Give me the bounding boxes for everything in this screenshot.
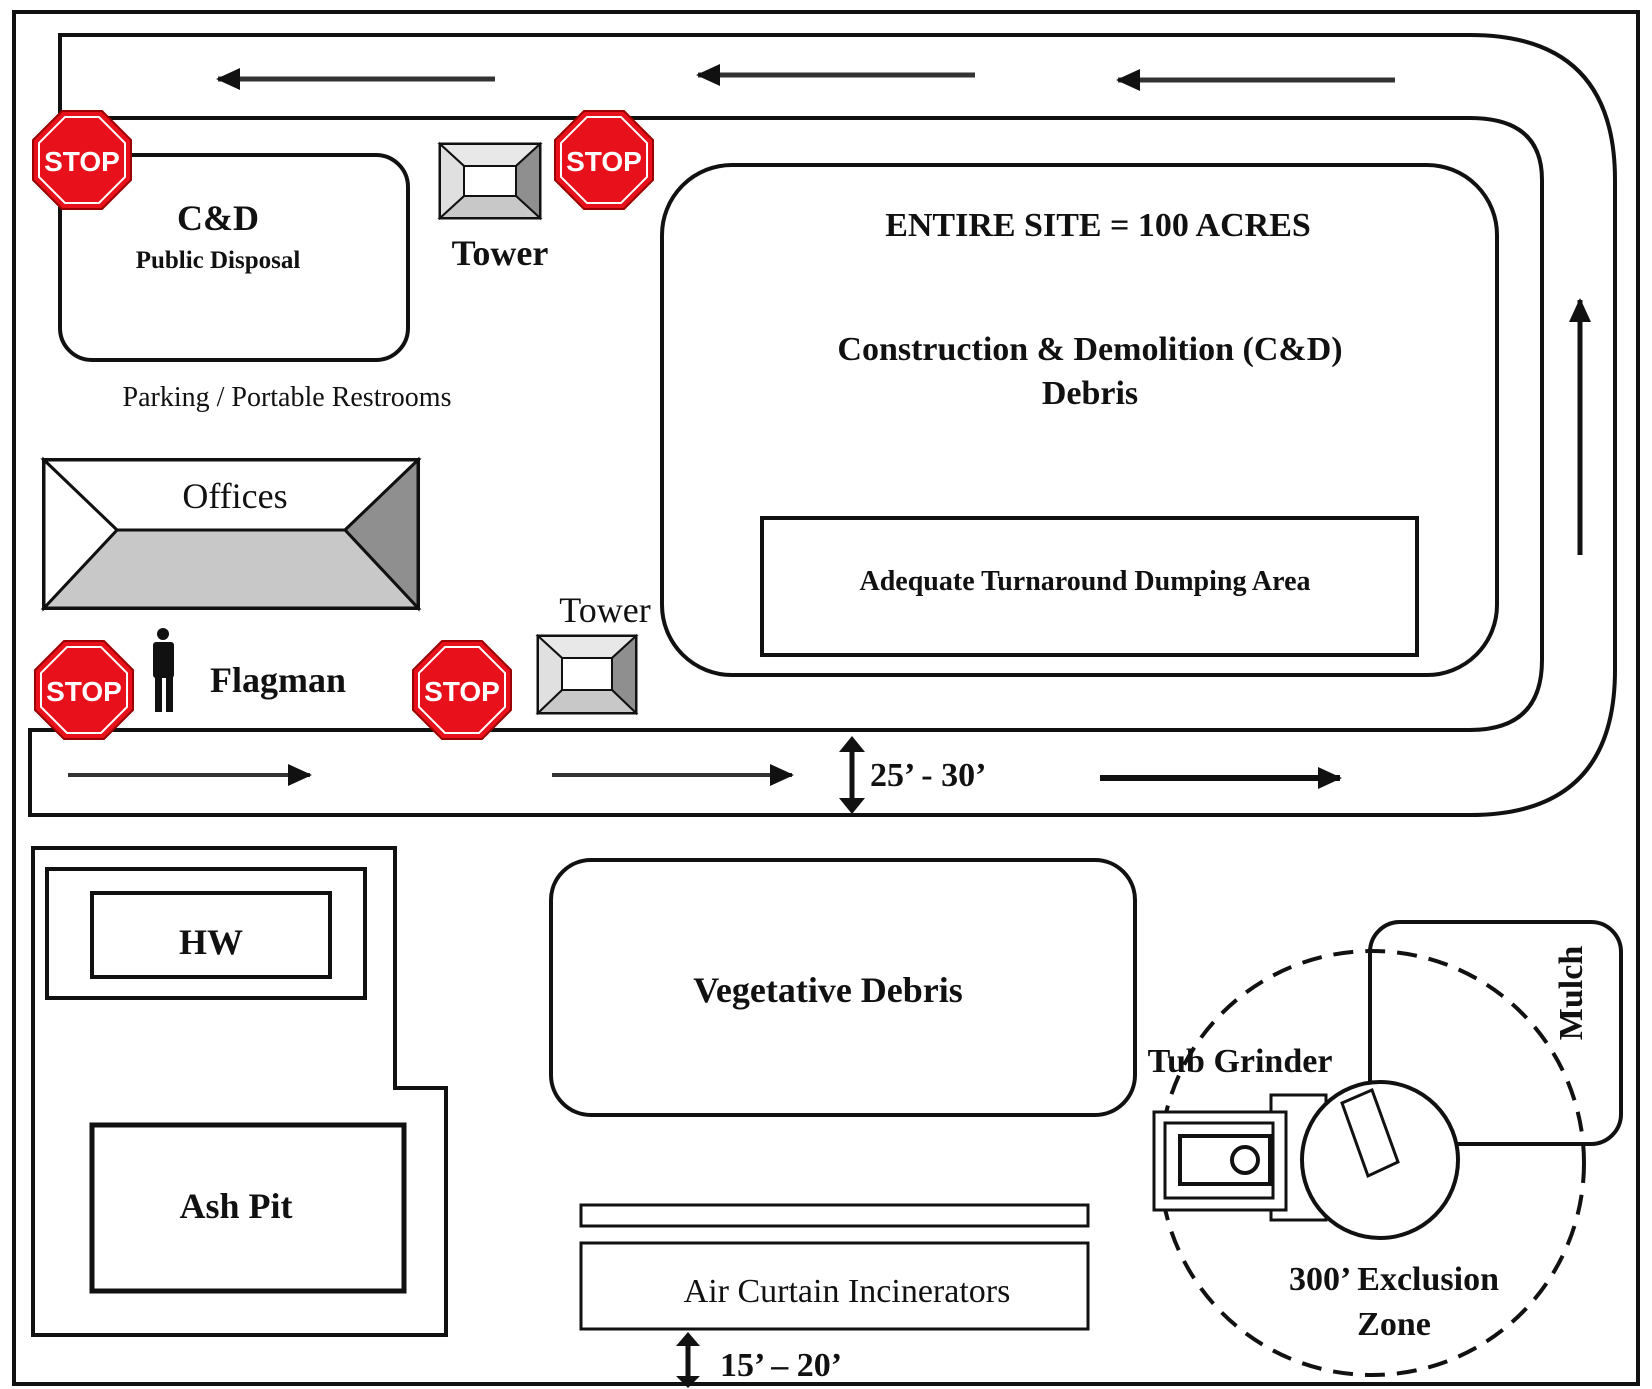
offices-building-icon (40, 456, 422, 612)
cd-public-subtitle: Public Disposal (136, 247, 301, 274)
incinerator-gap-label: 15’ – 20’ (720, 1347, 842, 1384)
exclusion-zone-label-line2: Zone (1357, 1306, 1431, 1343)
hw-box (90, 891, 332, 979)
tower-bottom-label: Tower (559, 590, 650, 630)
stop-sign-bottom-center: STOP (412, 640, 512, 740)
cd-public-disposal-area (58, 153, 410, 362)
flagman-icon (153, 628, 174, 712)
ash-pit-box (89, 1122, 407, 1294)
parking-label: Parking / Portable Restrooms (123, 382, 452, 413)
hw-ash-pit-area (31, 846, 448, 1337)
tub-grinder-icon (1152, 1080, 1460, 1240)
cd-debris-area (660, 163, 1499, 677)
svg-text:STOP: STOP (44, 146, 120, 177)
cd-debris-title-line1: Construction & Demolition (C&D) (837, 331, 1342, 368)
tub-grinder-label: Tub Grinder (1148, 1043, 1333, 1080)
svg-text:STOP: STOP (424, 676, 500, 707)
svg-text:STOP: STOP (46, 676, 122, 707)
cd-debris-title-line2: Debris (1042, 375, 1138, 412)
ash-pit-label: Ash Pit (179, 1186, 292, 1226)
flagman-label: Flagman (210, 660, 346, 700)
vegetative-label: Vegetative Debris (693, 970, 963, 1010)
exclusion-zone-circle (1158, 949, 1586, 1377)
site-area-label: ENTIRE SITE = 100 ACRES (885, 207, 1311, 244)
air-curtain-incinerators-box (579, 1241, 1090, 1331)
exclusion-zone-label-line1: 300’ Exclusion (1289, 1261, 1499, 1298)
diagram-border (12, 10, 1640, 1386)
road-width-label: 25’ - 30’ (870, 757, 986, 794)
vegetative-debris-area (549, 858, 1137, 1117)
offices-label: Offices (182, 476, 287, 516)
road-width-dimension: 25’ - 30’ (839, 736, 986, 814)
incinerator-strip (579, 1203, 1090, 1228)
mulch-area (1368, 920, 1623, 1146)
hw-label: HW (179, 922, 243, 962)
hw-outer-box (45, 867, 367, 1000)
cd-public-title: C&D (177, 198, 259, 238)
turnaround-label: Adequate Turnaround Dumping Area (860, 566, 1311, 597)
stop-sign-top-left: STOP (32, 110, 132, 210)
tower-bottom-icon (535, 633, 639, 716)
stop-sign-top-center: STOP (554, 110, 654, 210)
svg-text:STOP: STOP (566, 146, 642, 177)
tower-top-icon (437, 141, 543, 221)
site-road-loop (28, 33, 1617, 817)
tower-top-label: Tower (452, 233, 549, 273)
stop-sign-bottom-left: STOP (34, 640, 134, 740)
turnaround-dumping-area (760, 516, 1419, 657)
incinerator-gap-dimension: 15’ – 20’ (676, 1332, 842, 1388)
incinerators-label: Air Curtain Incinerators (684, 1273, 1011, 1310)
mulch-label: Mulch (1553, 946, 1590, 1041)
